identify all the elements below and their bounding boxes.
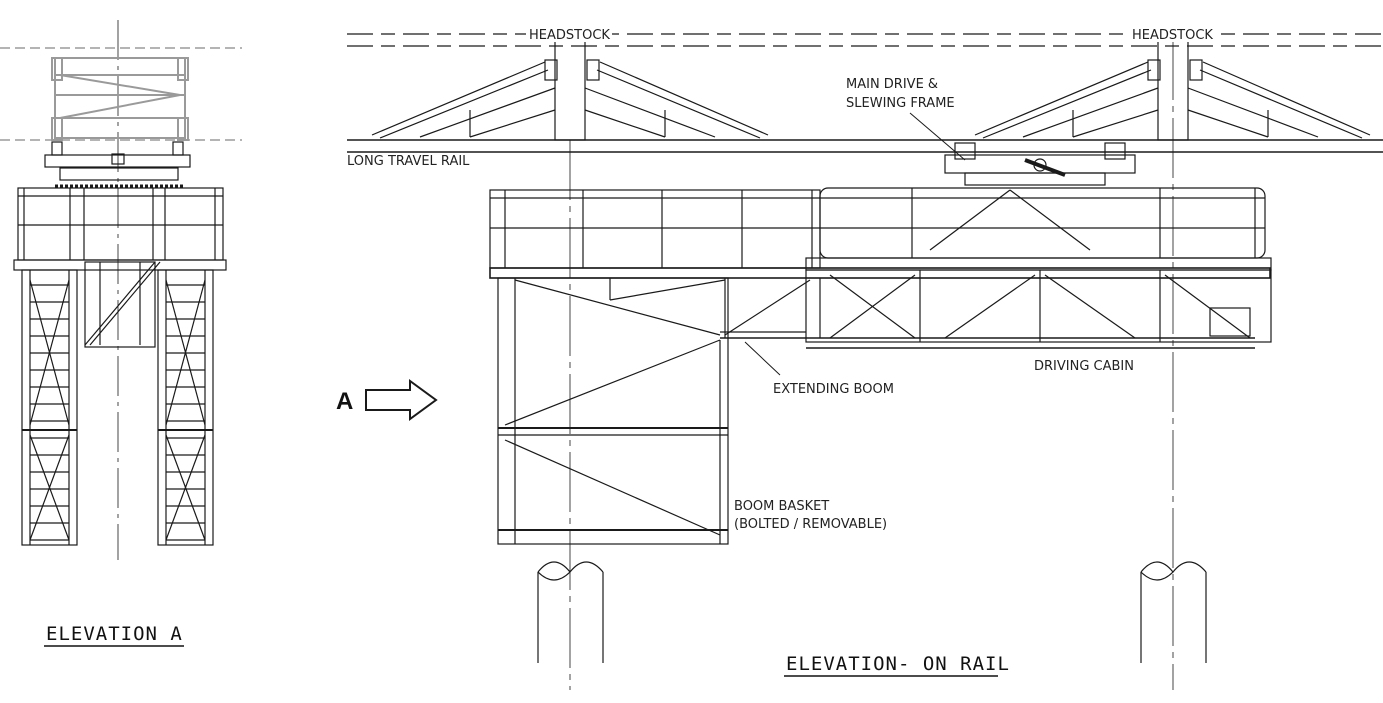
boom-basket-label-line1: BOOM BASKET bbox=[734, 499, 829, 514]
elevation-on-rail-view bbox=[347, 33, 1383, 690]
elevation-a-title: ELEVATION A bbox=[46, 623, 183, 645]
main-drive-label-line2: SLEWING FRAME bbox=[846, 96, 955, 111]
boom-handrail bbox=[489, 189, 821, 269]
main-drive-slewing-frame bbox=[944, 142, 1136, 186]
long-travel-rail-label: LONG TRAVEL RAIL bbox=[347, 154, 470, 169]
right-column bbox=[1140, 561, 1207, 663]
view-a-label: A bbox=[336, 388, 353, 415]
right-leg bbox=[157, 269, 214, 546]
annotations: HEADSTOCK HEADSTOCK MAIN DRIVE & SLEWING… bbox=[44, 26, 1214, 677]
driving-cabin bbox=[805, 269, 1272, 349]
left-leg bbox=[21, 269, 78, 546]
cabin-handrail bbox=[819, 187, 1266, 259]
boom-basket-label-line2: (BOLTED / REMOVABLE) bbox=[734, 517, 887, 532]
headstock-left-label: HEADSTOCK bbox=[529, 28, 610, 43]
elevation-on-rail-title: ELEVATION- ON RAIL bbox=[786, 653, 1010, 675]
view-a-arrow-icon bbox=[365, 379, 438, 421]
elevation-a-view bbox=[0, 20, 242, 560]
driving-cabin-label: DRIVING CABIN bbox=[1034, 359, 1134, 374]
extending-boom bbox=[514, 278, 1255, 339]
boom-basket bbox=[497, 277, 729, 545]
extending-boom-label: EXTENDING BOOM bbox=[773, 382, 894, 397]
left-column bbox=[537, 561, 604, 663]
left-headstock-truss bbox=[371, 39, 769, 141]
right-headstock-truss bbox=[974, 39, 1371, 141]
headstock-right-label: HEADSTOCK bbox=[1132, 28, 1213, 43]
main-drive-label-line1: MAIN DRIVE & bbox=[846, 77, 938, 92]
